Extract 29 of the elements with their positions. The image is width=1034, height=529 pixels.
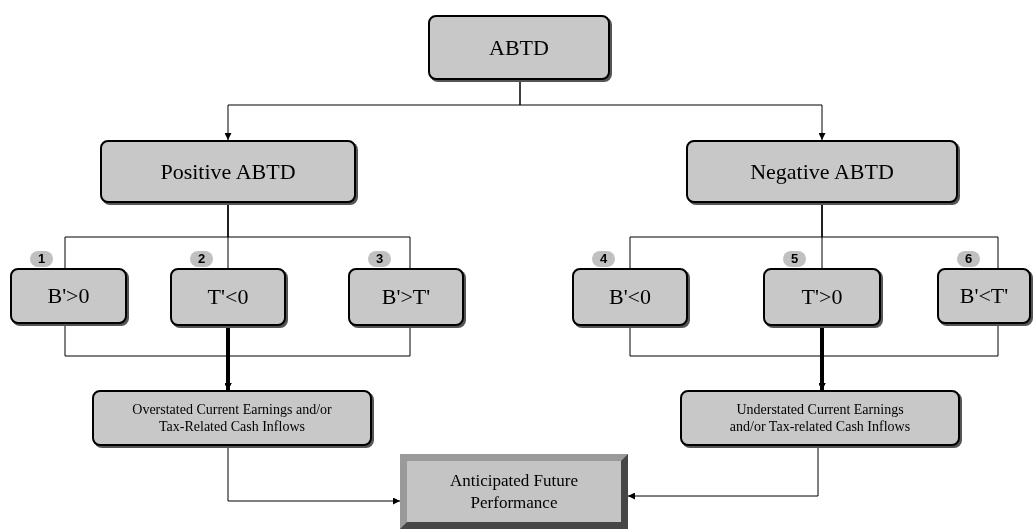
beveled-box xyxy=(400,454,628,529)
number-badge: 4 xyxy=(592,251,616,267)
process-box xyxy=(428,15,610,80)
number-badge: 6 xyxy=(957,251,981,267)
node-label: B'<0 xyxy=(607,283,652,311)
node-label: T'<0 xyxy=(206,283,250,311)
number-badge: 3 xyxy=(368,251,392,267)
node-label: B'>0 xyxy=(46,282,91,310)
node-label: T'>0 xyxy=(800,283,844,311)
connector-arrow xyxy=(224,326,232,390)
connector-arrow xyxy=(818,326,826,390)
number-badge: 5 xyxy=(783,251,807,267)
node-label: Understated Current Earnings and/or Tax-related Cash Inflows xyxy=(728,400,912,436)
node-label: ABTD xyxy=(488,33,550,62)
connector-arrow xyxy=(519,79,826,141)
node-label: Overstated Current Earnings and/or Tax-Related Cash Inflows xyxy=(131,400,333,436)
connector-arrow xyxy=(227,445,401,505)
number-badge: 1 xyxy=(30,251,54,267)
node-label: Positive ABTD xyxy=(159,157,297,186)
process-box xyxy=(686,140,958,203)
node-label: B'>T' xyxy=(380,283,432,311)
node-label: B'<T' xyxy=(958,282,1010,310)
node-label: Negative ABTD xyxy=(749,157,895,186)
process-box xyxy=(680,390,960,446)
process-box xyxy=(100,140,356,203)
number-badge: 2 xyxy=(190,251,214,267)
node-label: Anticipated Future Performance xyxy=(449,470,579,513)
process-box xyxy=(92,390,372,446)
connector-arrow xyxy=(627,445,819,500)
